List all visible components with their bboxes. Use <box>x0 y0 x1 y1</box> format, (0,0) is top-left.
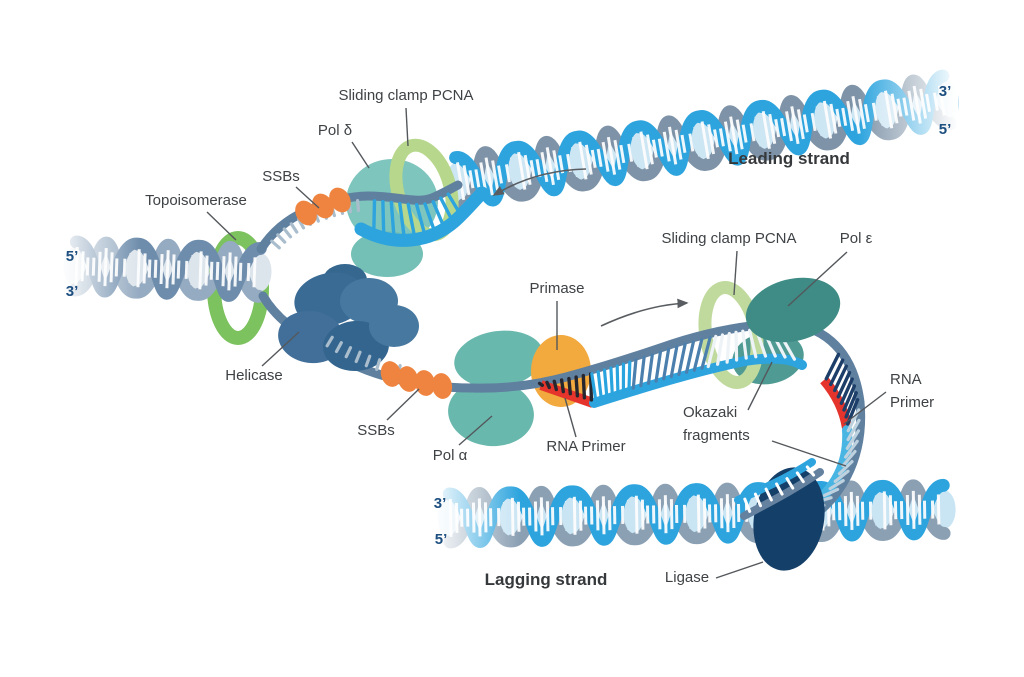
direction-arrows <box>492 168 689 327</box>
new-strand-over-ligase <box>734 458 816 504</box>
label-sliding-clamp-pcna-top: Sliding clamp PCNA <box>338 87 474 104</box>
label-5-prime-bottom-left: 5’ <box>434 531 448 548</box>
label-3-prime-top-right: 3’ <box>938 83 952 100</box>
label-3-prime-left: 3’ <box>65 283 79 300</box>
label-rna-primer-right-line1: RNA <box>890 371 922 388</box>
okazaki-fragment-1 <box>589 353 807 408</box>
base-pair-teeth <box>537 372 594 402</box>
pol-epsilon-blob <box>745 277 841 343</box>
label-leading-strand: Leading strand <box>728 149 850 168</box>
fade-lagging-end <box>430 463 520 575</box>
ligase-blob <box>753 467 825 571</box>
label-5-prime-top-right: 5’ <box>938 121 952 138</box>
label-sliding-clamp-pcna-right: Sliding clamp PCNA <box>661 230 797 247</box>
ssb-proteins-top <box>295 187 351 226</box>
base-pair-teeth <box>809 408 861 509</box>
label-helicase: Helicase <box>225 367 283 384</box>
label-ssbs-bottom: SSBs <box>357 422 395 439</box>
label-primase: Primase <box>529 280 585 297</box>
label-okazaki-line2: fragments <box>683 427 750 444</box>
base-pair-teeth <box>590 360 632 402</box>
base-pair-teeth <box>824 352 860 426</box>
label-rna-primer-right-line2: Primer <box>890 394 935 411</box>
leading-new-strand <box>354 186 489 247</box>
label-okazaki-line1: Okazaki <box>683 404 738 421</box>
base-pair-teeth <box>372 192 462 239</box>
leader-lines <box>206 107 887 579</box>
base-pair-teeth <box>706 326 796 369</box>
label-3-prime-bottom-left: 3’ <box>433 495 447 512</box>
base-pair-teeth <box>743 465 816 513</box>
base-pair-teeth <box>631 336 712 390</box>
leading-direction-arrow <box>492 168 587 196</box>
fade-leading-end <box>858 52 958 174</box>
label-pol-delta: Pol δ <box>317 122 353 139</box>
leading-template-strand <box>256 180 463 254</box>
label-5-prime-left: 5’ <box>65 248 79 265</box>
label-ligase: Ligase <box>664 569 710 586</box>
ssb-proteins-bottom <box>380 361 453 399</box>
label-rna-primer-bottom: RNA Primer <box>546 438 626 455</box>
label-ssbs-top: SSBs <box>262 168 300 185</box>
label-pol-alpha: Pol α <box>432 447 468 464</box>
label-topoisomerase: Topoisomerase <box>145 192 247 209</box>
label-lagging-strand: Lagging strand <box>484 570 608 589</box>
pol-alpha-blob <box>448 330 544 447</box>
fade-parental-end <box>55 210 140 328</box>
helicase-blob <box>278 264 419 372</box>
label-pol-epsilon: Pol ε <box>839 230 873 247</box>
lagging-direction-arrow <box>600 298 689 327</box>
